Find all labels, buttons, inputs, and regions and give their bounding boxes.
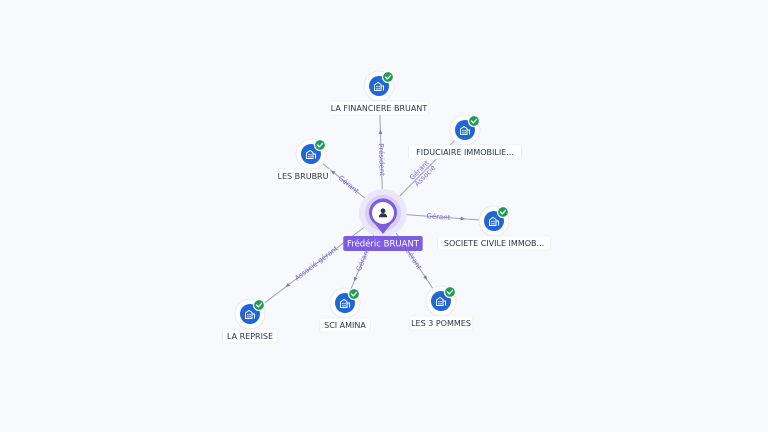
verified-check-icon <box>252 298 266 312</box>
building-icon <box>374 81 384 91</box>
edge-arrow-icon <box>423 275 428 280</box>
node-label-box <box>408 144 522 160</box>
company-node-pommes[interactable]: LES 3 POMMES <box>408 285 474 331</box>
verified-check-icon <box>467 114 481 128</box>
company-node-fiduciaire[interactable]: FIDUCIAIRE IMMOBILIE... <box>408 114 522 160</box>
edge-role-label: Gérant <box>426 212 451 222</box>
person-icon <box>378 208 388 218</box>
building-icon <box>340 298 350 308</box>
company-name: LES 3 POMMES <box>411 319 471 328</box>
company-node-societe[interactable]: SOCIETE CIVILE IMMOB... <box>437 205 551 251</box>
verified-check-icon <box>496 205 510 219</box>
node-label-box <box>222 328 278 344</box>
node-label-box <box>275 168 331 184</box>
company-name: LA FINANCIERE BRUANT <box>331 104 428 113</box>
company-node-reprise[interactable]: LA REPRISE <box>222 298 278 344</box>
node-label-box <box>408 315 474 331</box>
company-name: LA REPRISE <box>227 332 273 341</box>
building-icon <box>460 125 470 135</box>
person-name: Frédéric BRUANT <box>347 239 420 250</box>
company-name: FIDUCIAIRE IMMOBILIE... <box>416 148 514 157</box>
edge-arrow-icon <box>378 129 383 134</box>
building-icon <box>489 216 499 226</box>
edge-arrow-icon <box>460 216 466 221</box>
edge-arrow-icon <box>354 276 358 282</box>
edge-arrow-icon <box>285 282 291 288</box>
company-name: SOCIETE CIVILE IMMOB... <box>444 239 544 248</box>
company-node-financiere[interactable]: LA FINANCIERE BRUANT <box>328 70 430 116</box>
person-label-box <box>343 236 423 251</box>
company-node-amina[interactable]: SCI AMINA <box>319 287 371 333</box>
company-node-brubru[interactable]: LES BRUBRU <box>275 138 331 184</box>
verified-check-icon <box>443 285 457 299</box>
company-name: LES BRUBRU <box>278 172 329 181</box>
edge-role-label: Président <box>377 143 386 176</box>
node-label-box <box>328 100 430 116</box>
edge-role-label: Gérant <box>337 174 361 196</box>
node-label-box <box>319 317 371 333</box>
verified-check-icon <box>313 138 327 152</box>
building-icon <box>436 296 446 306</box>
edge-line <box>249 212 384 315</box>
person-node[interactable]: Frédéric BRUANT <box>343 189 423 251</box>
verified-check-icon <box>347 287 361 301</box>
node-label-box <box>437 235 551 251</box>
edge-role-label: Associé-gérant <box>293 244 340 282</box>
building-icon <box>306 149 316 159</box>
verified-check-icon <box>381 70 395 84</box>
company-name: SCI AMINA <box>324 321 366 330</box>
building-icon <box>245 309 255 319</box>
edge-arrow-icon <box>330 170 336 175</box>
